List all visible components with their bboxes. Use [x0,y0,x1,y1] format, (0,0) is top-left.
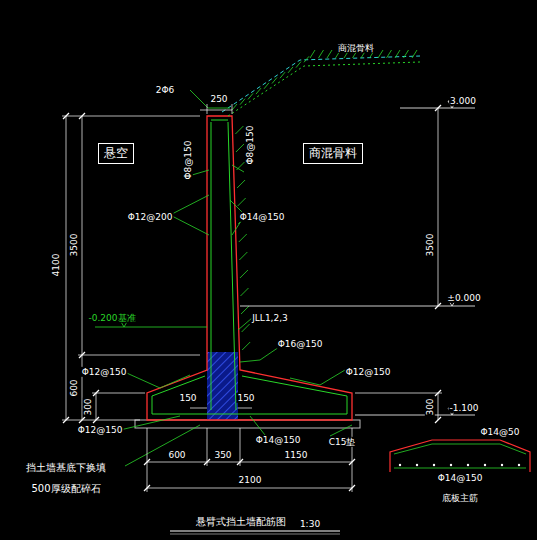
annotation-label: -1.100 [448,403,479,413]
annotation-label: 300 [83,397,93,416]
region-label: 悬空 [104,146,128,160]
annotation-label: 350 [213,450,232,460]
elevation-marks [240,101,475,415]
annotation-label: 2100 [238,475,263,485]
region-box: 悬空 [98,143,134,164]
annotation-label: Φ12@200 [127,212,174,222]
annotation-label: 1:30 [299,519,321,529]
annotation-label: 250 [209,94,228,104]
annotation-label: Φ16@150 [277,339,324,349]
annotation-label: 600 [167,450,186,460]
annotation-label: 3.000 [449,96,477,106]
annotation-label: 挡土墙基底下换填 [25,462,107,474]
annotation-label: JLL1,2,3 [251,313,289,323]
annotation-label: 4100 [51,253,61,278]
dimension-lines [62,104,442,492]
annotation-label: 150 [236,393,255,403]
base-rebar-detail [390,440,530,472]
annotation-label: Φ8@150 [183,140,193,181]
annotation-label: 150 [178,393,197,403]
annotation-label: Φ14@150 [437,473,484,483]
annotation-label: -0.200基准 [87,313,136,323]
annotation-label: Φ12@150 [81,367,128,377]
annotation-label: 底板主筋 [441,493,479,503]
drawing-title: 悬臂式挡土墙配筋图 [196,515,286,529]
annotation-label: Φ8@150 [245,125,255,166]
annotation-label: Φ14@150 [239,212,286,222]
c15-pad [135,420,360,428]
annotation-label: Φ14@50 [480,427,521,437]
annotation-label: 1150 [284,450,309,460]
rebars [152,120,347,414]
annotation-label: 500厚级配碎石 [30,483,101,495]
key-hatch [207,352,238,420]
annotation-label: 3500 [425,233,435,258]
annotation-label: 600 [69,378,79,397]
annotation-label: 300 [425,397,435,416]
annotation-label: C15垫 [328,437,357,447]
region-label: 商混骨料 [309,146,357,160]
slope-line [222,50,420,116]
annotation-label: 2Φ6 [155,85,176,95]
annotation-label: ±0.000 [446,293,481,303]
annotation-label: 3500 [69,233,79,258]
title-underline [170,531,340,534]
annotation-label: Φ14@150 [255,435,302,445]
region-box: 商混骨料 [303,143,363,164]
annotation-label: Φ12@150 [77,425,124,435]
dimension-ticks [63,105,441,491]
annotation-label: Φ12@150 [345,367,392,377]
annotation-label: 商混骨料 [337,43,375,53]
